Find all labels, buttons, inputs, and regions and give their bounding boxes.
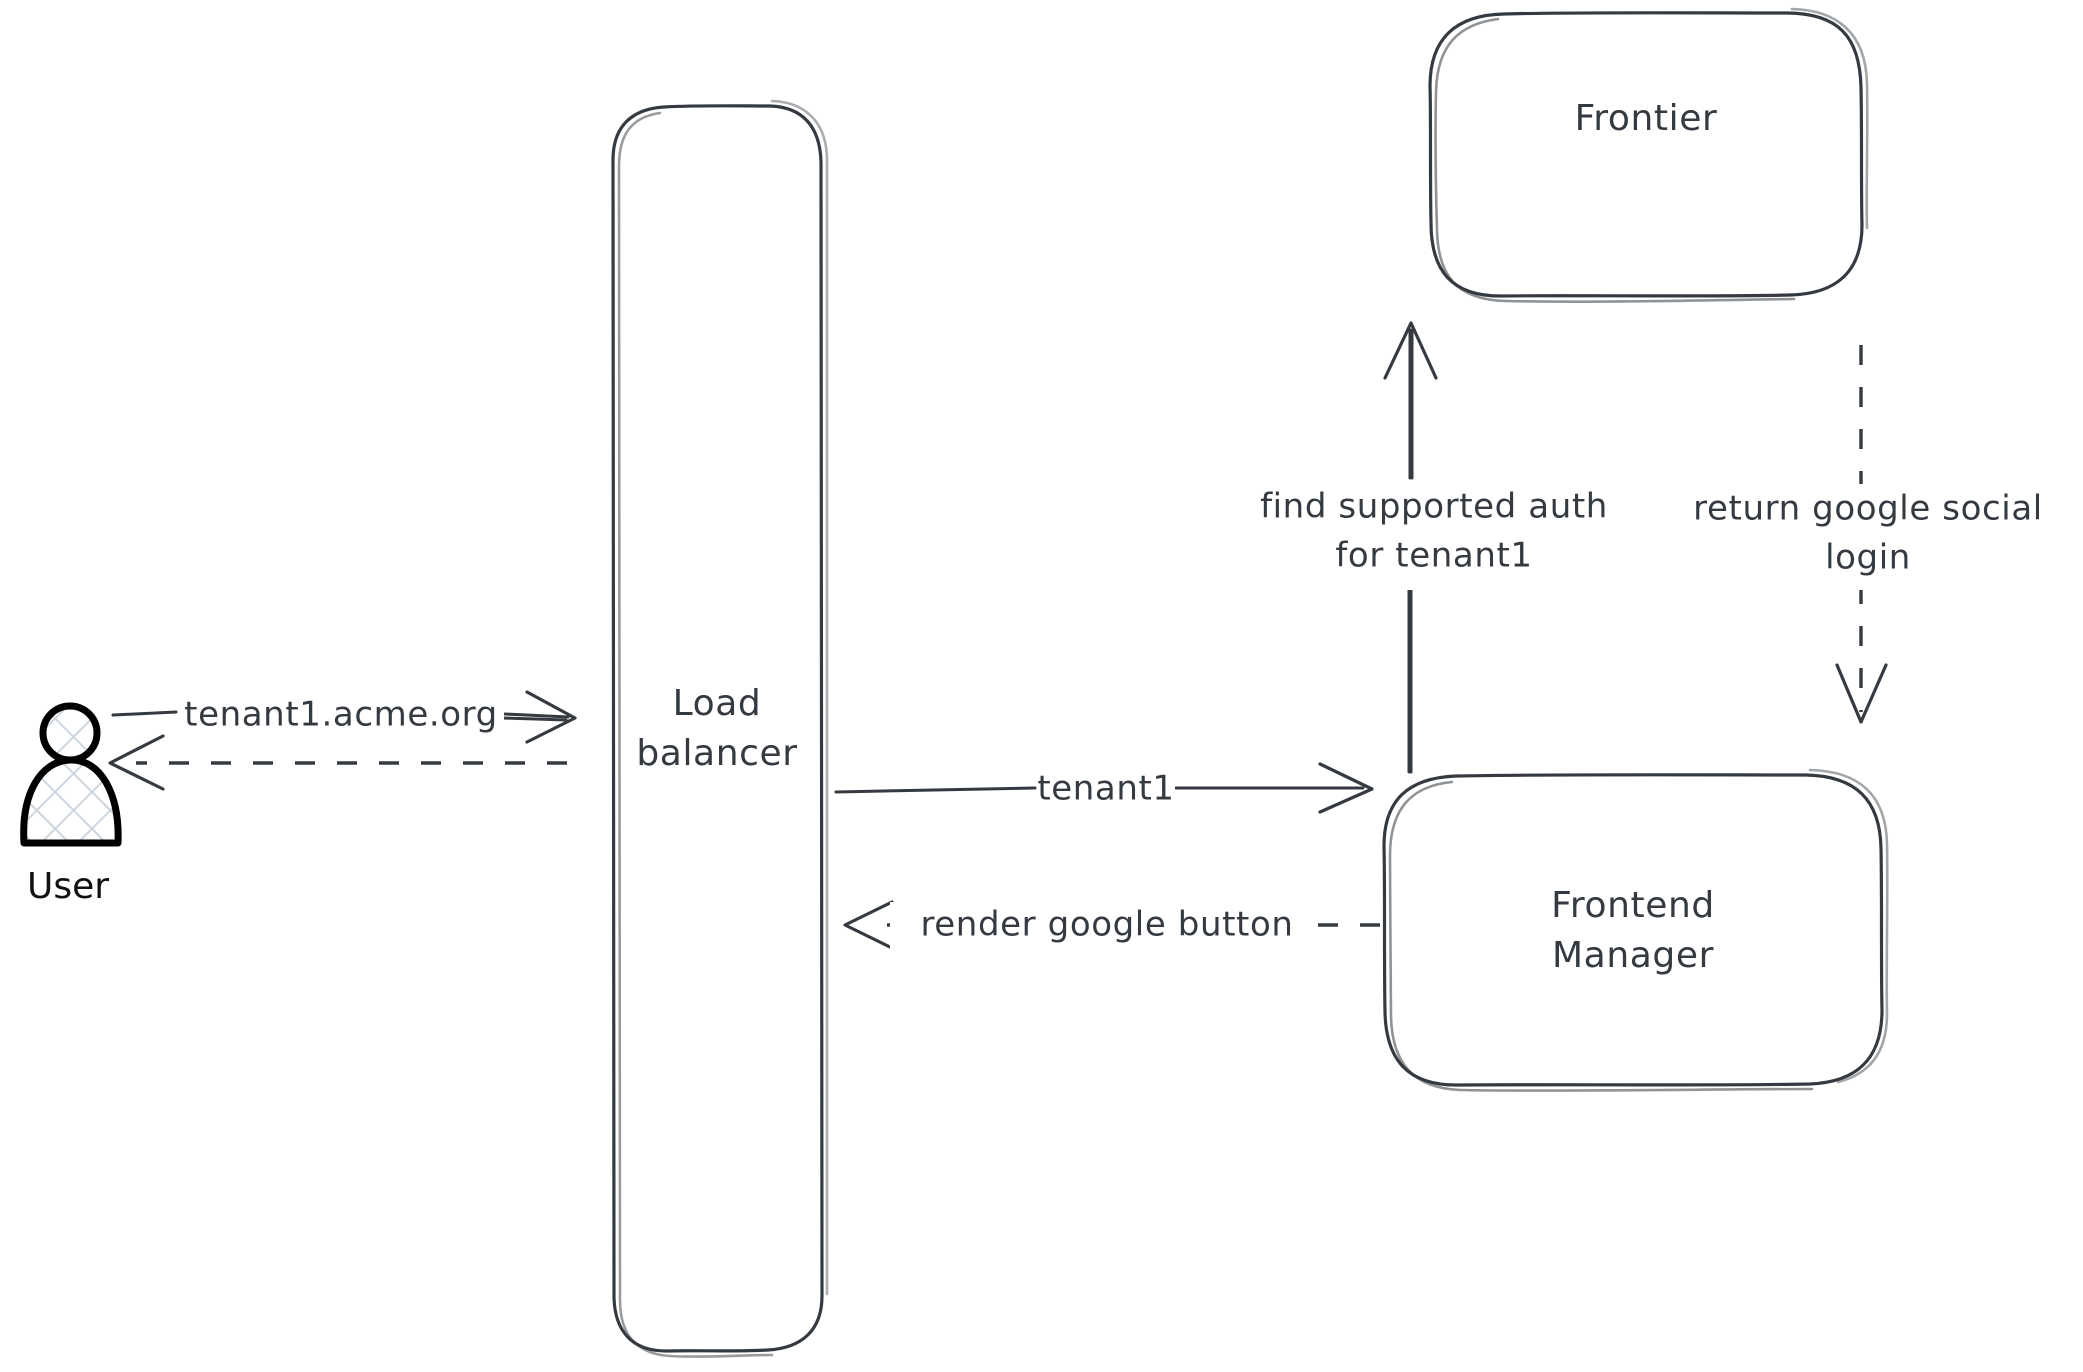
- edge-label-find-supported-auth-line1: find supported auth: [1260, 487, 1608, 527]
- edge-label-bg-tenant1-acme: [178, 693, 504, 741]
- edge-label-tenant1-acme-org: tenant1.acme.org: [184, 695, 498, 735]
- frontier-label: Frontier: [1575, 98, 1718, 139]
- edge-load-balancer-to-user[interactable]: [108, 734, 567, 791]
- edge-label-return-google-social-line1: return google social: [1693, 489, 2043, 529]
- node-load-balancer[interactable]: Load balancer: [611, 99, 829, 1358]
- edge-frontend-manager-to-load-balancer[interactable]: render google button: [843, 900, 1380, 950]
- edge-label-bg-return-google-social: [1658, 484, 2083, 590]
- load-balancer-label-line1: Load: [673, 683, 762, 724]
- edge-label-bg-tenant1: [1037, 766, 1175, 812]
- edge-label-render-google-button: render google button: [920, 905, 1293, 945]
- edge-load-balancer-to-frontend-manager[interactable]: tenant1: [834, 762, 1374, 814]
- frontend-manager-label-line2: Manager: [1552, 935, 1714, 976]
- load-balancer-label-line2: balancer: [636, 733, 797, 774]
- edge-label-return-google-social-line2: login: [1825, 538, 1911, 578]
- edge-label-bg-find-supported-auth: [1214, 480, 1654, 590]
- user-label: User: [27, 866, 109, 907]
- edge-frontier-to-frontend-manager[interactable]: return google social login: [1658, 345, 2083, 724]
- node-frontend-manager[interactable]: Frontend Manager: [1382, 768, 1889, 1092]
- edge-frontend-manager-to-frontier[interactable]: find supported auth for tenant1: [1214, 321, 1654, 774]
- edge-label-bg-render-google-button: [890, 902, 1316, 950]
- edge-label-tenant1: tenant1: [1037, 769, 1174, 809]
- edge-user-to-load-balancer[interactable]: tenant1.acme.org: [111, 690, 577, 744]
- node-user-actor[interactable]: User: [20, 702, 122, 907]
- edge-label-find-supported-auth-line2: for tenant1: [1335, 536, 1532, 576]
- node-frontier[interactable]: Frontier: [1428, 7, 1869, 303]
- frontend-manager-label-line1: Frontend: [1551, 885, 1715, 926]
